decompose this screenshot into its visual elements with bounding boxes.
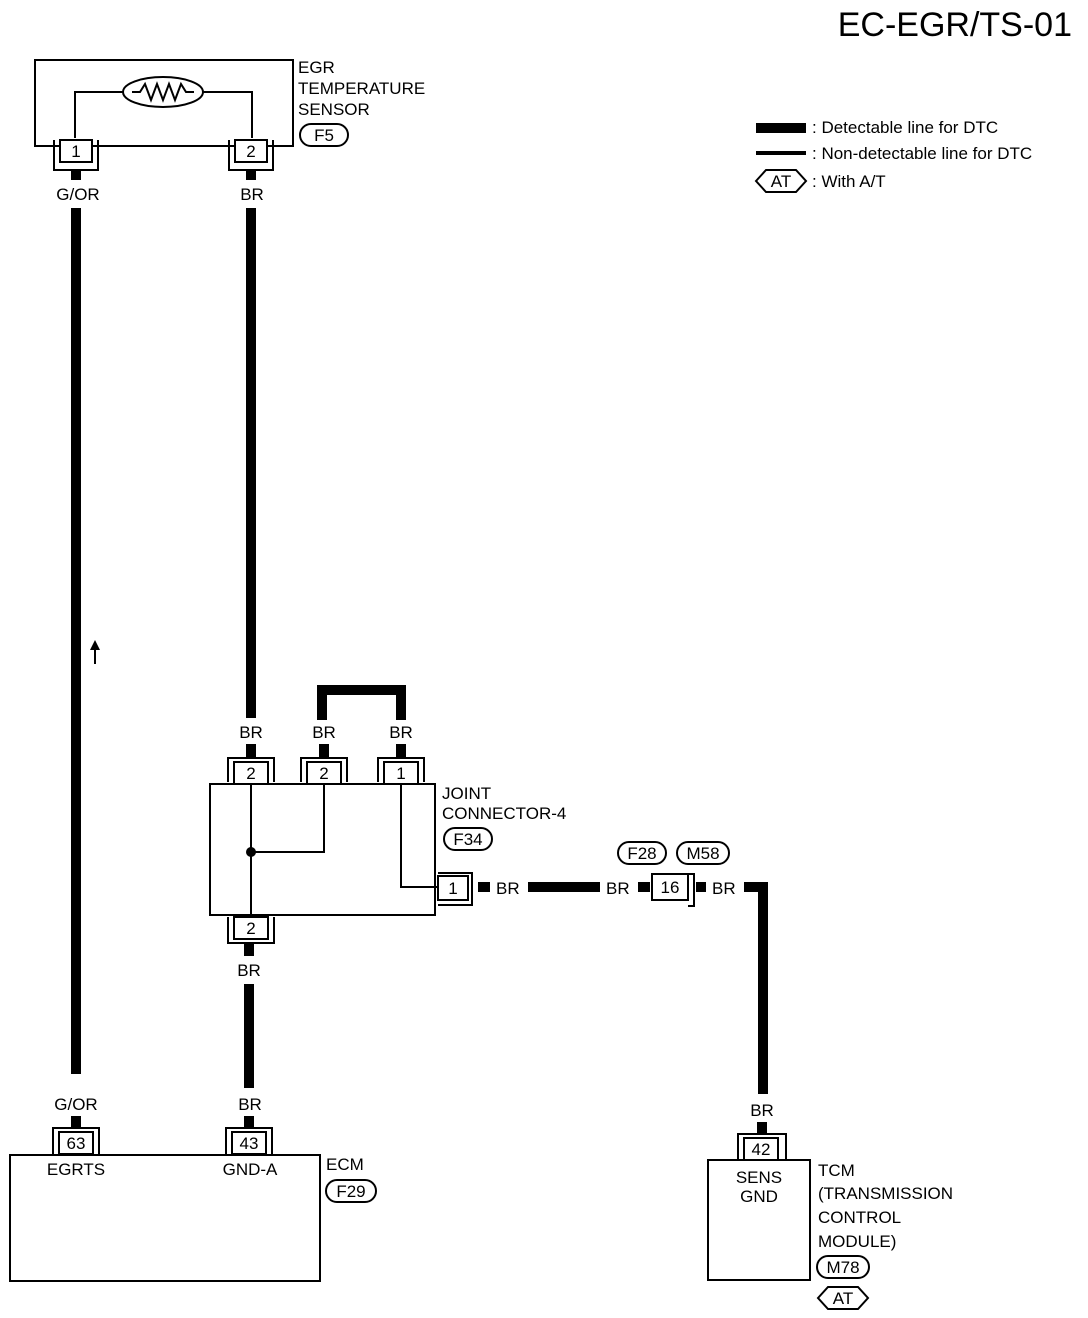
jc-top-pin-a-shell — [227, 757, 275, 782]
wire-label-g-or-top: G/OR — [56, 185, 99, 204]
tcm-pin-42-shell — [737, 1133, 787, 1160]
inline-connector-badge-a — [617, 841, 667, 865]
page-title: EC-EGR/TS-01 — [838, 6, 1072, 44]
egr-sensor-pin2 — [234, 139, 268, 163]
legend-with-at-text: : With A/T — [812, 172, 886, 191]
jc-connector-badge — [443, 827, 493, 851]
inline-connector-shell — [688, 873, 695, 907]
wire-label-br-tcm: BR — [750, 1101, 774, 1120]
ecm-terminal-gnd-a: GND-A — [223, 1160, 278, 1179]
wire-br-tcm: BR BR 16 F28 M58 BR BR — [478, 841, 774, 1134]
tcm-at-symbol-text: AT — [833, 1289, 853, 1308]
legend-detectable-text: : Detectable line for DTC — [812, 118, 998, 137]
jc-right-pin-shell — [438, 872, 473, 906]
wire-label-br-inline-right: BR — [712, 879, 736, 898]
egr-sensor-connector-badge — [299, 123, 349, 147]
tcm-label-4: MODULE) — [818, 1232, 896, 1251]
wire-br-ecm: BR BR — [237, 943, 262, 1128]
legend-non-detectable-text: : Non-detectable line for DTC — [812, 144, 1032, 163]
ecm-pin-63 — [58, 1131, 94, 1155]
wire-label-br-jc-right: BR — [496, 879, 520, 898]
wire-label-br-jc-b: BR — [312, 723, 336, 742]
jc-splice-point — [246, 847, 256, 857]
ecm-pin-43 — [231, 1131, 267, 1155]
ecm: 63 43 EGRTS GND-A ECM F29 — [9, 1127, 377, 1282]
tcm-label-2: (TRANSMISSION — [818, 1184, 953, 1203]
ecm-box — [9, 1154, 321, 1282]
jc-top-pin-a — [233, 761, 269, 785]
legend-non-detectable-line — [756, 151, 806, 155]
jc-top-pin-c — [383, 761, 419, 785]
egr-sensor-pin1-num: 1 — [71, 142, 80, 161]
jc-top-pin-c-num: 1 — [396, 764, 405, 783]
jc-label-2: CONNECTOR-4 — [442, 804, 566, 823]
egr-sensor-pin1 — [59, 139, 93, 163]
jc-bottom-pin-num: 2 — [246, 919, 255, 938]
wire-label-br-sensor: BR — [240, 185, 264, 204]
ecm-pin-43-shell — [225, 1127, 273, 1155]
jc-connector-id: F34 — [453, 830, 482, 849]
egr-sensor-label-2: TEMPERATURE — [298, 79, 425, 98]
resistor-zigzag-icon — [132, 81, 194, 103]
jc-right-pin — [437, 875, 469, 901]
wire-label-br-jc-bottom: BR — [237, 961, 261, 980]
signal-direction-arrow-icon — [90, 640, 100, 664]
jc-top-pin-b-shell — [300, 757, 348, 782]
ecm-pin-43-num: 43 — [240, 1134, 259, 1153]
inline-connector-pin — [651, 873, 689, 901]
ecm-terminal-egrts: EGRTS — [47, 1160, 105, 1179]
jc-top-pin-b-num: 2 — [319, 764, 328, 783]
tcm-connector-badge — [816, 1255, 870, 1279]
jc-top-pin-c-shell — [377, 757, 425, 782]
wire-label-br-inline-left: BR — [606, 879, 630, 898]
tcm-box — [707, 1159, 811, 1281]
jc-top-pin-a-num: 2 — [246, 764, 255, 783]
jc-right-pin-num: 1 — [448, 879, 457, 898]
legend: : Detectable line for DTC : Non-detectab… — [754, 118, 1032, 193]
inline-connector-id-a: F28 — [627, 844, 656, 863]
tcm-pin-42-num: 42 — [752, 1140, 771, 1159]
wire-label-br-jc-c: BR — [389, 723, 413, 742]
wire-label-g-or-bottom: G/OR — [54, 1095, 97, 1114]
wire-label-br-jc-a: BR — [239, 723, 263, 742]
wire-g-or: G/OR G/OR — [54, 170, 100, 1128]
ecm-pin-63-shell — [52, 1127, 100, 1155]
legend-detectable-line — [756, 123, 806, 133]
legend-at-symbol-icon — [754, 169, 808, 193]
inline-connector-badge-b — [676, 841, 730, 865]
egr-sensor-internal-wire — [74, 91, 253, 138]
joint-connector-4: BR BR BR 2 2 1 1 2 JOINT CONNECTOR-4 F34 — [209, 685, 566, 944]
ecm-label: ECM — [326, 1155, 364, 1174]
ecm-pin-63-num: 63 — [67, 1134, 86, 1153]
jc-label-1: JOINT — [442, 784, 491, 803]
egr-temperature-sensor: EGR TEMPERATURE SENSOR F5 1 2 — [34, 58, 425, 171]
egr-sensor-label-1: EGR — [298, 58, 335, 77]
tcm-at-symbol-icon — [816, 1286, 870, 1310]
inline-connector-id-b: M58 — [686, 844, 719, 863]
egr-sensor-label-3: SENSOR — [298, 100, 370, 119]
egr-sensor-connector-id: F5 — [314, 126, 334, 145]
wire-label-br-ecm: BR — [238, 1095, 262, 1114]
tcm: 42 SENS GND TCM (TRANSMISSION CONTROL MO… — [707, 1133, 953, 1310]
wire-br-sensor: BR — [240, 170, 264, 718]
jc-top-jumper — [317, 685, 406, 720]
legend-at-symbol-text: AT — [771, 172, 791, 191]
ecm-connector-id: F29 — [336, 1182, 365, 1201]
tcm-terminal-sens: SENS — [736, 1168, 782, 1187]
jc-bottom-pin — [233, 916, 269, 940]
inline-connector-pin-num: 16 — [661, 878, 680, 897]
tcm-label-3: CONTROL — [818, 1208, 901, 1227]
tcm-connector-id: M78 — [826, 1258, 859, 1277]
jc-top-pin-b — [306, 761, 342, 785]
tcm-pin-42 — [743, 1137, 779, 1161]
tcm-terminal-gnd: GND — [740, 1187, 778, 1206]
tcm-label-1: TCM — [818, 1161, 855, 1180]
thermistor-icon — [122, 76, 204, 108]
egr-sensor-pin2-num: 2 — [246, 142, 255, 161]
ecm-connector-badge — [325, 1179, 377, 1203]
